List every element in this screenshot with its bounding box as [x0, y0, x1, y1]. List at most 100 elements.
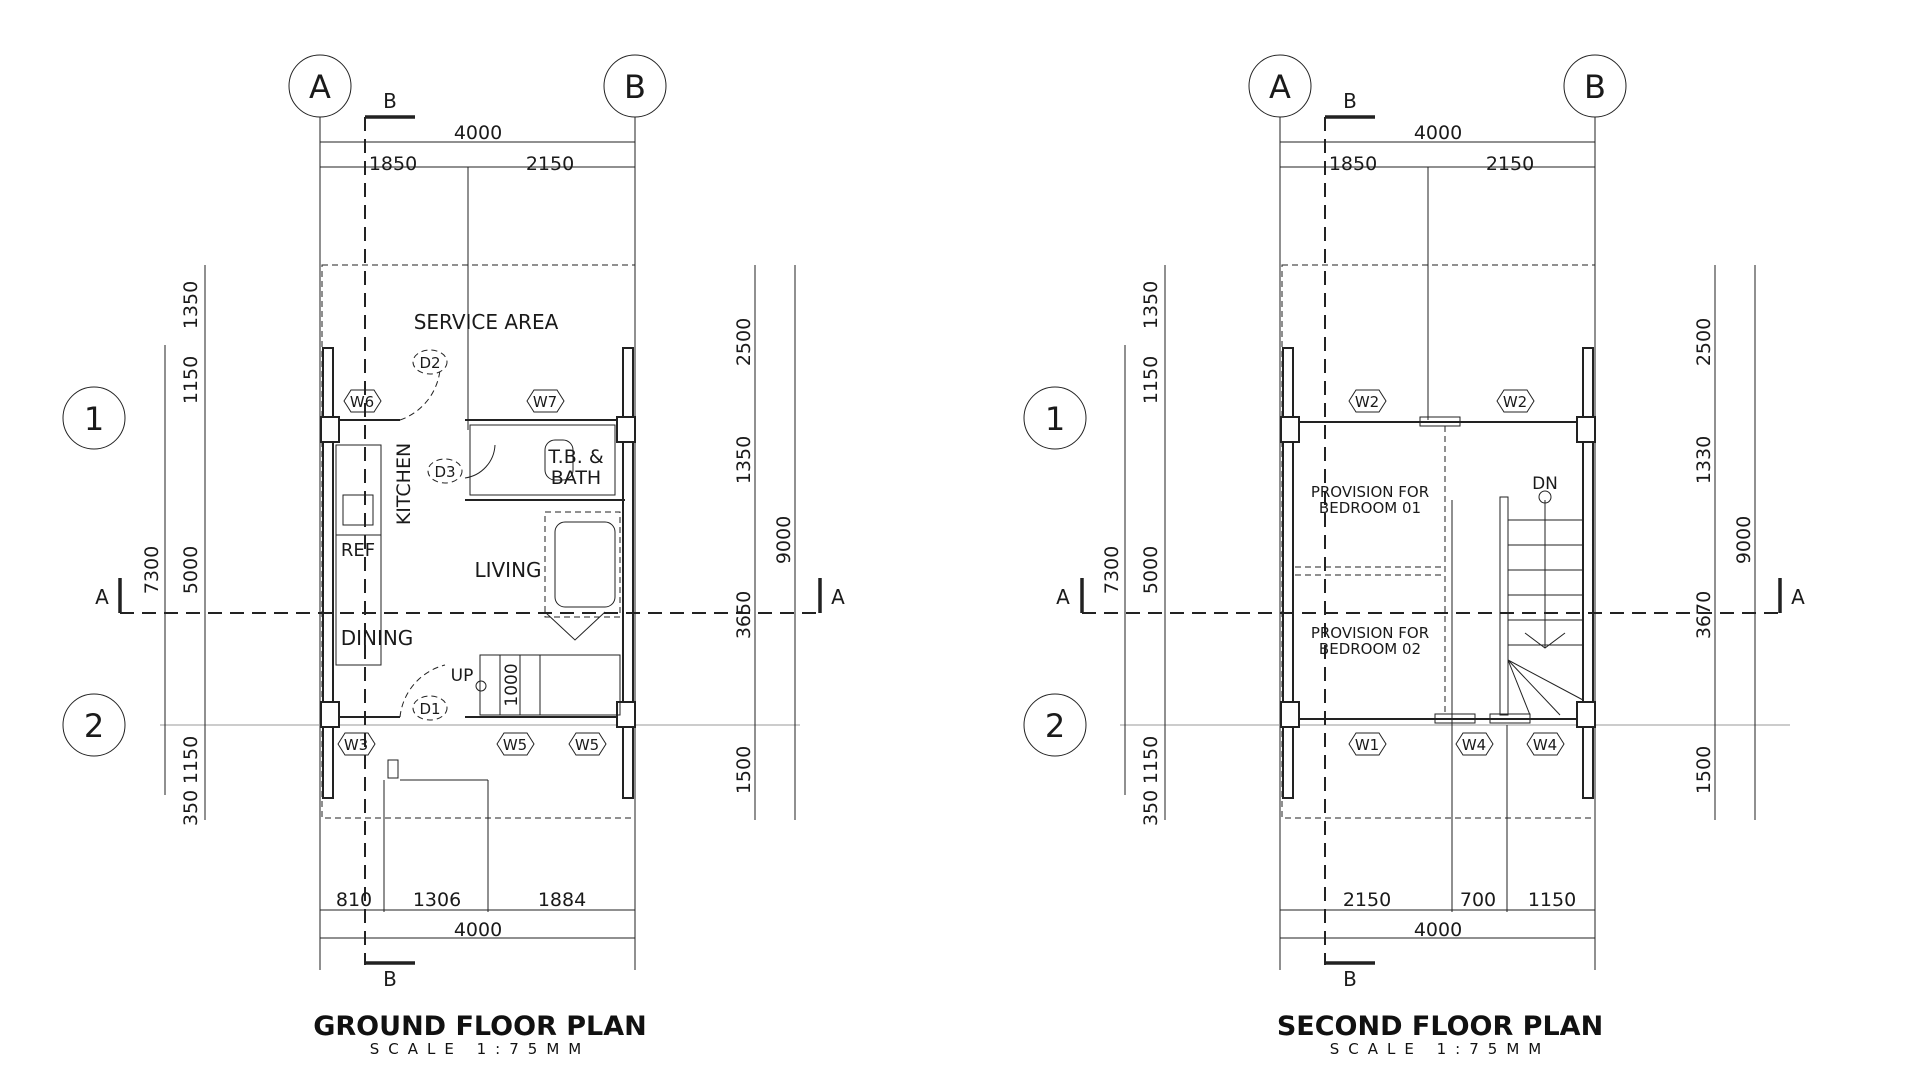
- tag-d2: D2: [412, 349, 448, 375]
- plan-scale-second: SCALE 1:75MM: [1330, 1040, 1550, 1058]
- stair-label-dn: DN: [1532, 474, 1558, 494]
- tag-d1: D1: [412, 695, 448, 721]
- svg-text:5000: 5000: [1140, 546, 1162, 594]
- svg-text:A: A: [831, 585, 845, 609]
- svg-text:9000: 9000: [1733, 516, 1755, 564]
- svg-text:B: B: [1343, 89, 1357, 113]
- svg-text:4000: 4000: [454, 122, 502, 144]
- svg-text:W7: W7: [533, 393, 557, 411]
- stair-label-up: UP: [451, 666, 474, 686]
- svg-text:2500: 2500: [733, 318, 755, 366]
- svg-text:1350: 1350: [180, 281, 202, 329]
- room-label-dining: DINING: [341, 626, 414, 650]
- svg-text:1306: 1306: [413, 889, 461, 911]
- svg-text:9000: 9000: [773, 516, 795, 564]
- svg-text:W2: W2: [1355, 393, 1379, 411]
- svg-text:1850: 1850: [1329, 153, 1377, 175]
- tag-d3: D3: [427, 458, 463, 484]
- svg-text:1150: 1150: [1528, 889, 1576, 911]
- svg-text:B: B: [1584, 68, 1606, 106]
- grid-bubble-a: A: [288, 54, 352, 118]
- second-floor-plan: A B 1 2 A A B B 4000 1850 215: [1023, 54, 1805, 1058]
- svg-text:B: B: [624, 68, 646, 106]
- ground-floor-plan: A B 1 2 A A B B 4: [62, 54, 845, 1058]
- svg-text:W5: W5: [575, 736, 599, 754]
- svg-text:1: 1: [1045, 400, 1065, 438]
- svg-text:2150: 2150: [526, 153, 574, 175]
- svg-text:1350: 1350: [733, 436, 755, 484]
- svg-text:A: A: [95, 585, 109, 609]
- svg-text:W2: W2: [1503, 393, 1527, 411]
- svg-text:4000: 4000: [454, 919, 502, 941]
- svg-text:B: B: [383, 967, 397, 991]
- svg-text:700: 700: [1460, 889, 1496, 911]
- tag-w5-left: W5: [496, 732, 535, 756]
- room-label-kitchen: KITCHEN: [393, 443, 415, 525]
- svg-text:1: 1: [84, 400, 104, 438]
- svg-text:3650: 3650: [733, 591, 755, 639]
- svg-text:350: 350: [1140, 790, 1162, 826]
- svg-text:1330: 1330: [1693, 436, 1715, 484]
- room-label-ref: REF: [341, 540, 375, 561]
- grid-bubble-a: A: [1248, 54, 1312, 118]
- svg-text:A: A: [309, 68, 331, 106]
- svg-text:7300: 7300: [1101, 546, 1123, 594]
- tag-w4-left: W4: [1455, 732, 1494, 756]
- svg-text:A: A: [1269, 68, 1291, 106]
- svg-text:4000: 4000: [1414, 919, 1462, 941]
- tag-w6: W6: [343, 389, 382, 413]
- plan-title-ground: GROUND FLOOR PLAN: [313, 1011, 647, 1042]
- grid-bubble-1: 1: [62, 386, 126, 450]
- grid-bubble-b: B: [1563, 54, 1627, 118]
- svg-text:4000: 4000: [1414, 122, 1462, 144]
- svg-text:W4: W4: [1533, 736, 1557, 754]
- plan-title-second: SECOND FLOOR PLAN: [1277, 1011, 1603, 1042]
- svg-text:2150: 2150: [1343, 889, 1391, 911]
- svg-text:3670: 3670: [1693, 591, 1715, 639]
- svg-text:1350: 1350: [1140, 281, 1162, 329]
- plan-scale-ground: SCALE 1:75MM: [370, 1040, 590, 1058]
- tag-w2-right: W2: [1496, 389, 1535, 413]
- grid-bubble-2: 2: [1023, 693, 1087, 757]
- tag-w2-left: W2: [1348, 389, 1387, 413]
- tag-w7: W7: [526, 389, 565, 413]
- svg-text:A: A: [1791, 585, 1805, 609]
- tag-w3: W3: [337, 732, 376, 756]
- svg-text:5000: 5000: [180, 546, 202, 594]
- svg-text:2500: 2500: [1693, 318, 1715, 366]
- svg-text:1000: 1000: [502, 663, 522, 706]
- svg-text:2: 2: [84, 707, 104, 745]
- svg-text:1884: 1884: [538, 889, 586, 911]
- svg-text:2: 2: [1045, 707, 1065, 745]
- tag-w4-right: W4: [1526, 732, 1565, 756]
- grid-bubble-2: 2: [62, 693, 126, 757]
- svg-text:7300: 7300: [141, 546, 163, 594]
- room-label-tb2: BATH: [551, 467, 601, 489]
- svg-text:W4: W4: [1462, 736, 1486, 754]
- room-label-tb1: T.B. &: [547, 446, 604, 468]
- svg-text:W5: W5: [503, 736, 527, 754]
- svg-text:B: B: [1343, 967, 1357, 991]
- tag-w5-right: W5: [568, 732, 607, 756]
- svg-text:W1: W1: [1355, 736, 1379, 754]
- svg-text:810: 810: [336, 889, 372, 911]
- svg-text:1150: 1150: [180, 736, 202, 784]
- svg-text:1500: 1500: [733, 746, 755, 794]
- svg-text:W6: W6: [350, 393, 374, 411]
- room-label-bed1-a: PROVISION FOR: [1311, 483, 1429, 501]
- svg-text:A: A: [1056, 585, 1070, 609]
- room-label-service: SERVICE AREA: [414, 310, 559, 334]
- room-label-bed2-b: BEDROOM 02: [1319, 640, 1421, 658]
- svg-text:1150: 1150: [180, 356, 202, 404]
- svg-text:D1: D1: [419, 700, 440, 718]
- svg-text:1850: 1850: [369, 153, 417, 175]
- room-label-bed1-b: BEDROOM 01: [1319, 499, 1421, 517]
- svg-text:1150: 1150: [1140, 356, 1162, 404]
- svg-text:D2: D2: [419, 354, 440, 372]
- svg-text:350: 350: [180, 790, 202, 826]
- svg-text:1150: 1150: [1140, 736, 1162, 784]
- svg-text:D3: D3: [434, 463, 455, 481]
- grid-bubble-b: B: [603, 54, 667, 118]
- svg-text:W3: W3: [344, 736, 368, 754]
